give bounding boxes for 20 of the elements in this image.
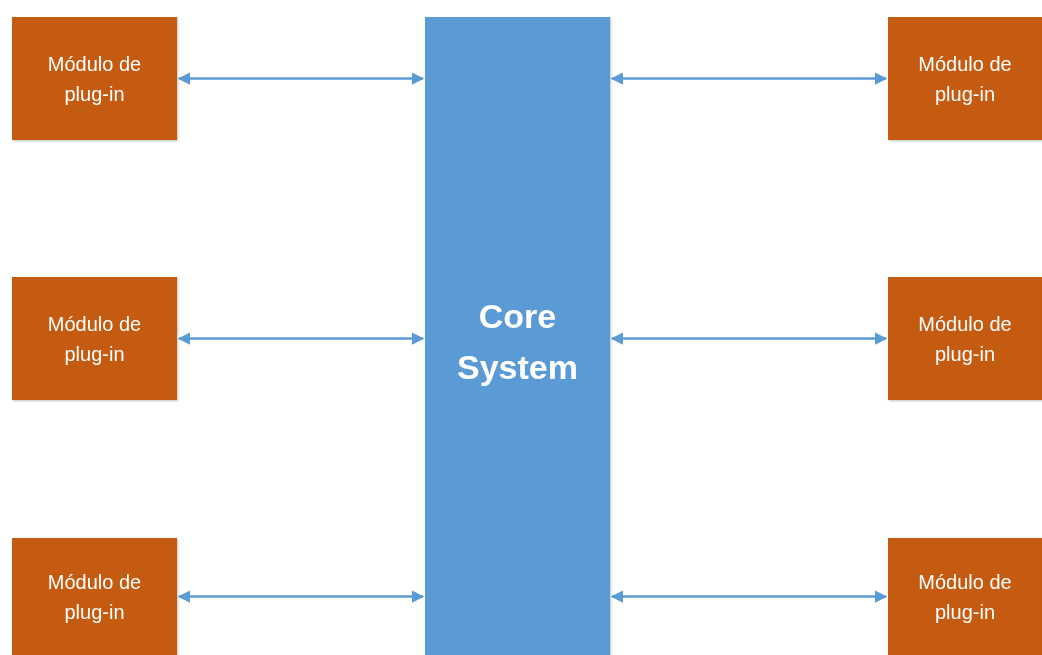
core-block	[425, 17, 610, 655]
module-box	[12, 538, 177, 655]
double-arrow	[610, 332, 888, 345]
module-label: Módulo de plug-in	[46, 51, 143, 107]
double-arrow	[610, 72, 888, 85]
module-box	[888, 277, 1042, 400]
module-box	[888, 17, 1042, 140]
core-label: Core System	[456, 296, 579, 388]
double-arrow	[177, 590, 425, 603]
module-label: Módulo de plug-in	[917, 569, 1013, 625]
module-box	[12, 17, 177, 140]
double-arrow	[610, 590, 888, 603]
double-arrow	[177, 72, 425, 85]
module-label: Módulo de plug-in	[46, 311, 143, 367]
module-label: Módulo de plug-in	[917, 311, 1013, 367]
double-arrow	[177, 332, 425, 345]
module-label: Módulo de plug-in	[917, 51, 1013, 107]
module-label: Módulo de plug-in	[46, 569, 143, 625]
module-box	[888, 538, 1042, 655]
module-box	[12, 277, 177, 400]
